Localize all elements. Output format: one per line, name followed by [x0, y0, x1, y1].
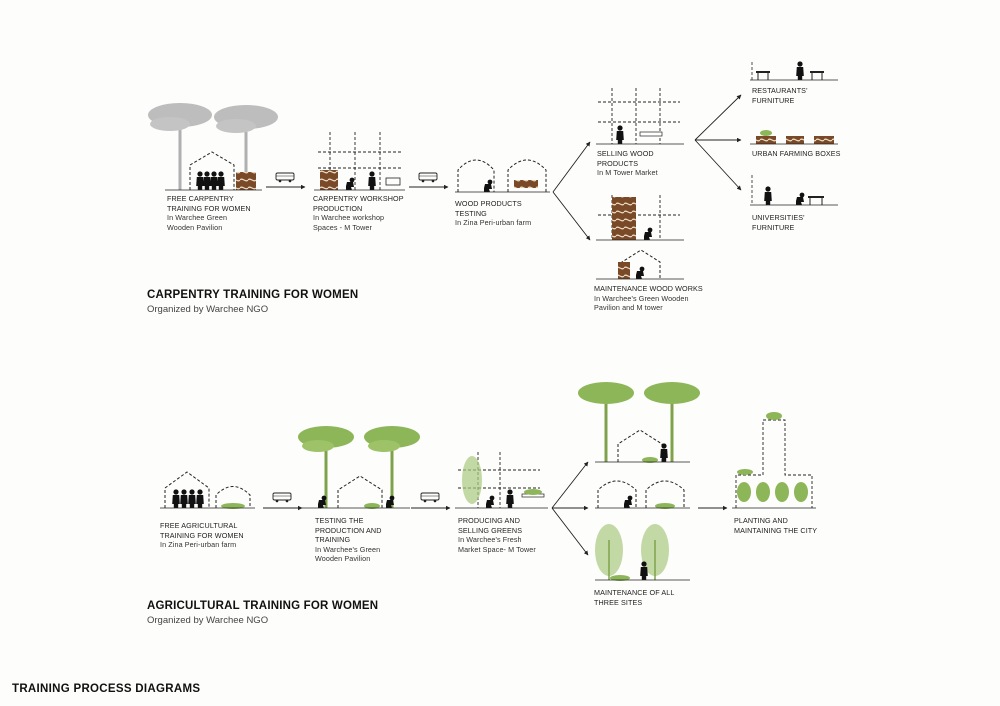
- agri-step-2-label: TESTING THE PRODUCTION AND TRAINING In W…: [315, 516, 382, 564]
- agri-step-4c-illustration: [595, 524, 690, 581]
- step-title: MAINTENANCE OF ALL: [594, 588, 675, 597]
- output-farming-boxes-illustration: [750, 130, 838, 145]
- transport-arrow: [409, 172, 449, 190]
- carpentry-section-heading: CARPENTRY TRAINING FOR WOMEN Organized b…: [147, 289, 358, 315]
- transport-arrow: [411, 492, 451, 511]
- grey-tree-icon: [148, 103, 212, 190]
- carpentry-step-5-illustration: [596, 249, 684, 280]
- agri-step-4b-illustration: [595, 480, 690, 509]
- carpentry-step-4-illustration: [596, 88, 684, 145]
- agricultural-section-heading: AGRICULTURAL TRAINING FOR WOMEN Organize…: [147, 600, 378, 626]
- step-location: In Warchee's Fresh: [458, 535, 522, 545]
- step-title: FREE AGRICULTURAL: [160, 521, 238, 530]
- step-title: TRAINING FOR WOMEN: [167, 203, 251, 213]
- transport-arrow: [266, 172, 306, 190]
- section-title: AGRICULTURAL TRAINING FOR WOMEN: [147, 600, 379, 612]
- step-location: In Zina Peri-urban farm: [160, 540, 237, 550]
- step-location: Wooden Pavilion: [315, 554, 371, 564]
- carpentry-step-4b-illustration: [596, 195, 684, 241]
- carpentry-step-2-label: CARPENTRY WORKSHOP PRODUCTION In Warchee…: [313, 194, 404, 232]
- output-arrows: [694, 94, 742, 191]
- output-title: FURNITURE: [752, 95, 795, 105]
- step-location: Pavilion and M tower: [594, 303, 663, 313]
- section-organizer: Organized by Warchee NGO: [147, 304, 269, 315]
- output-farming-boxes-label: URBAN FARMING BOXES: [752, 149, 841, 159]
- step-location: In Zina Peri-urban farm: [455, 218, 532, 228]
- step-title: TRAINING FOR WOMEN: [160, 530, 244, 540]
- transport-arrow: [263, 492, 303, 511]
- carpentry-step-1-label: FREE CARPENTRY TRAINING FOR WOMEN In War…: [167, 194, 251, 232]
- step-title: WOOD PRODUCTS: [455, 199, 522, 208]
- green-tree-icon: [578, 382, 634, 462]
- step-title: FREE CARPENTRY: [167, 194, 234, 203]
- green-tree-icon: [644, 382, 700, 462]
- branch-arrows: [552, 141, 591, 241]
- step-title: TRAINING: [315, 535, 351, 545]
- step-title: TESTING THE: [315, 516, 364, 525]
- output-restaurant-label: RESTAURANTS' FURNITURE: [752, 86, 808, 105]
- section-title: CARPENTRY TRAINING FOR WOMEN: [147, 289, 359, 301]
- green-tree-icon: [298, 426, 354, 508]
- step-title: THREE SITES: [594, 597, 643, 607]
- carpentry-step-5-label: MAINTENANCE WOOD WORKS In Warchee's Gree…: [594, 284, 703, 313]
- step-location: In M Tower Market: [597, 168, 658, 178]
- output-title: UNIVERSITIES': [752, 213, 805, 222]
- step-location: Wooden Pavilion: [167, 222, 223, 232]
- output-title: URBAN FARMING BOXES: [752, 149, 841, 158]
- branch-arrows: [551, 461, 589, 556]
- step-title: PRODUCTION: [313, 203, 363, 213]
- step-location: In Warchee's Green Wooden: [594, 293, 689, 303]
- section-organizer: Organized by Warchee NGO: [147, 615, 269, 626]
- carpentry-step-3-label: WOOD PRODUCTS TESTING In Zina Peri-urban…: [455, 199, 531, 228]
- output-university-label: UNIVERSITIES' FURNITURE: [752, 213, 805, 232]
- step-title: MAINTAINING THE CITY: [734, 525, 818, 535]
- agri-step-1-illustration: [160, 471, 255, 509]
- step-location: Spaces - M Tower: [313, 222, 372, 232]
- step-location: In Warchee Green: [167, 213, 228, 223]
- page-title: TRAINING PROCESS DIAGRAMS: [12, 683, 201, 695]
- step-title: SELLING GREENS: [458, 525, 523, 535]
- step-title: PRODUCING AND: [458, 516, 520, 525]
- step-title: CARPENTRY WORKSHOP: [313, 194, 404, 203]
- step-location: In Warchee workshop: [313, 213, 385, 223]
- step-location: In Warchee's Green: [315, 544, 381, 554]
- carpentry-step-1-illustration: [148, 103, 278, 191]
- step-title: TESTING: [455, 208, 487, 218]
- agri-step-1-label: FREE AGRICULTURAL TRAINING FOR WOMEN In …: [160, 521, 244, 550]
- carpentry-step-4-label: SELLING WOOD PRODUCTS In M Tower Market: [597, 149, 658, 178]
- step-title: MAINTENANCE WOOD WORKS: [594, 284, 703, 293]
- carpentry-step-2-illustration: [314, 132, 405, 191]
- output-title: FURNITURE: [752, 222, 795, 232]
- output-title: RESTAURANTS': [752, 86, 808, 95]
- agri-step-5-illustration: [732, 412, 816, 509]
- agri-step-5-label: PLANTING AND MAINTAINING THE CITY: [734, 516, 817, 535]
- agri-step-2-illustration: [298, 426, 420, 509]
- output-restaurant-illustration: [750, 61, 838, 81]
- step-location: Market Space- M Tower: [458, 544, 536, 554]
- agri-step-4a-illustration: [578, 382, 700, 463]
- agri-step-3-illustration: [455, 452, 548, 509]
- step-title: SELLING WOOD: [597, 149, 654, 158]
- carpentry-step-3-illustration: [455, 159, 550, 193]
- step-title: PRODUCTION AND: [315, 525, 382, 535]
- step-title: PRODUCTS: [597, 158, 639, 168]
- agri-step-4-label: MAINTENANCE OF ALL THREE SITES: [594, 588, 674, 607]
- agri-step-3-label: PRODUCING AND SELLING GREENS In Warchee'…: [458, 516, 536, 554]
- output-university-illustration: [750, 175, 838, 206]
- step-title: PLANTING AND: [734, 516, 788, 525]
